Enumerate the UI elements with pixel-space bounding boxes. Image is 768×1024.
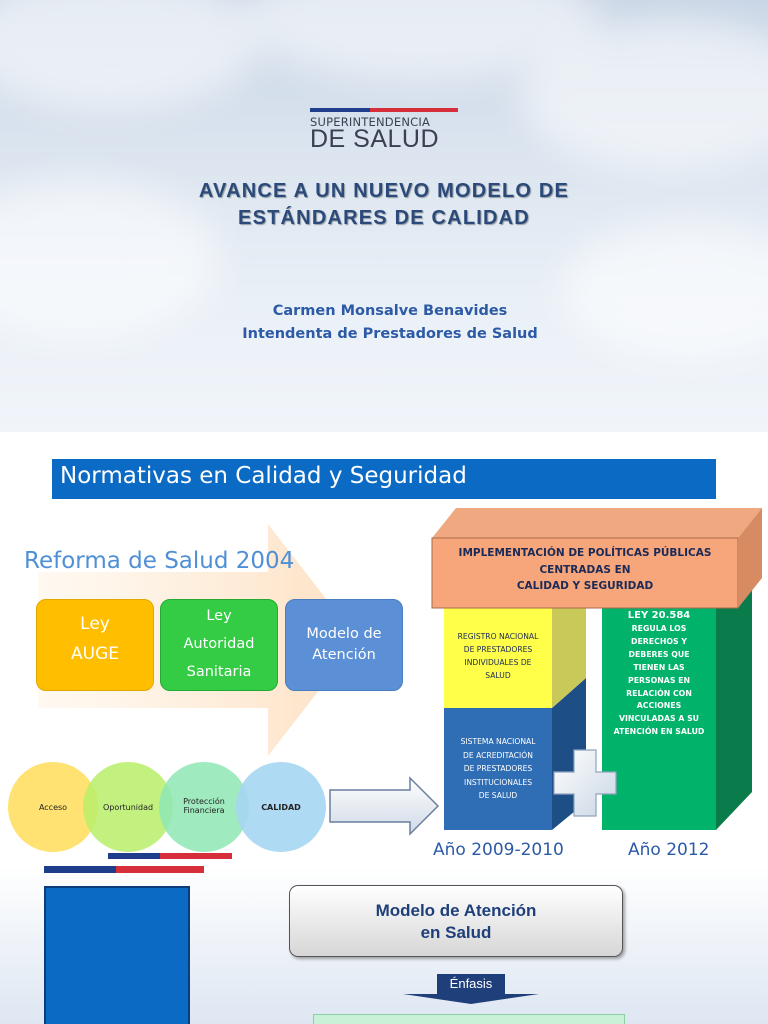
implementacion-line3: CALIDAD Y SEGURIDAD — [516, 580, 654, 592]
modelo-line1: Modelo de Atención — [375, 901, 537, 920]
author-role: Intendenta de Prestadores de Salud — [242, 326, 538, 342]
ley-line: ATENCIÓN EN SALUD — [613, 727, 705, 737]
cloud-decoration — [520, 20, 768, 170]
sistema-label: SISTEMA NACIONAL DE ACREDITACIÓN DE PRES… — [444, 735, 552, 803]
ley-20584-label: LEY 20.584 REGULA LOS DERECHOS Y DEBERES… — [602, 610, 716, 739]
green-content-box — [313, 1014, 625, 1024]
implementacion-label: IMPLEMENTACIÓN DE POLÍTICAS PÚBLICAS CEN… — [432, 545, 738, 595]
title-slide: SUPERINTENDENCIA DE SALUD AVANCE A UN NU… — [0, 0, 768, 432]
author-name: Carmen Monsalve Benavides — [272, 303, 508, 319]
registro-line4: SALUD — [485, 671, 511, 680]
registro-line2: DE PRESTADORES — [463, 645, 533, 654]
implementacion-line2: CENTRADAS EN — [539, 563, 631, 576]
circle-oportunidad — [83, 762, 173, 852]
sistema-line3: DE PRESTADORES — [463, 764, 533, 773]
modelo-line2: Atención — [312, 647, 376, 663]
sistema-line1: SISTEMA NACIONAL — [460, 737, 536, 746]
title-line1: AVANCE A UN NUEVO MODELO DE — [198, 180, 570, 202]
registro-label: REGISTRO NACIONAL DE PRESTADORES INDIVID… — [444, 630, 552, 682]
policy-structure-3d — [431, 508, 762, 830]
flag-bar-blue — [108, 853, 160, 859]
plus-icon — [553, 749, 617, 817]
circle-label-calidad: CALIDAD — [261, 803, 301, 812]
author-block: Carmen Monsalve Benavides Intendenta de … — [0, 300, 768, 346]
ley-line: ACCIONES — [636, 701, 682, 711]
enfasis-arrow — [403, 974, 539, 1004]
superintendencia-logo: SUPERINTENDENCIA DE SALUD — [310, 108, 460, 153]
registro-line3: INDIVIDUALES DE — [464, 658, 532, 667]
ley-line: PERSONAS EN — [627, 675, 691, 685]
modelo-atencion-box: Modelo de Atención — [285, 599, 403, 691]
ley-auge-line1: Ley — [80, 614, 110, 634]
circle-label-oportunidad: Oportunidad — [102, 803, 154, 812]
sistema-line5: DE SALUD — [478, 791, 518, 800]
ley-line: RELACIÓN CON — [626, 688, 692, 698]
sistema-line2: DE ACREDITACIÓN — [463, 750, 533, 760]
blue-side-panel — [44, 886, 190, 1024]
ley-autoridad-line3: Sanitaria — [186, 664, 252, 680]
modelo-slide: Modelo de Atención en Salud Énfasis — [0, 866, 768, 1024]
ley-autoridad-line1: Ley — [206, 608, 232, 624]
cloud-decoration — [0, 0, 260, 110]
ley-20584-title: LEY 20.584 — [627, 610, 691, 621]
cloud-decoration — [0, 180, 220, 340]
sistema-line4: INSTITUCIONALES — [463, 777, 533, 787]
modelo-atencion-box: Modelo de Atención en Salud — [289, 885, 623, 957]
ley-autoridad-line2: Autoridad — [183, 636, 255, 652]
ley-line: VINCULADAS A SU — [618, 714, 700, 724]
year-2012: Año 2012 — [628, 840, 710, 860]
ley-auge-box: Ley AUGE — [36, 599, 154, 691]
logo-bar-blue — [310, 108, 370, 112]
modelo-line2: en Salud — [420, 923, 492, 942]
ley-line: REGULA LOS — [631, 624, 687, 633]
ley-line: TIENEN LAS — [633, 662, 685, 672]
ley-autoridad-box: Ley Autoridad Sanitaria — [160, 599, 278, 691]
circle-label-proteccion: Protección Financiera — [159, 797, 249, 815]
slide-header: Normativas en Calidad y Seguridad — [52, 459, 716, 499]
flag-bar-red — [116, 866, 204, 873]
ley-20584-body: REGULA LOS DERECHOS Y DEBERES QUE TIENEN… — [602, 623, 716, 739]
ley-auge-line2: AUGE — [71, 644, 119, 664]
logo-line2: DE SALUD — [310, 125, 440, 153]
circle-calidad — [236, 762, 326, 852]
flag-bar-blue — [44, 866, 116, 873]
modelo-line1: Modelo de — [306, 626, 382, 642]
flow-arrow — [329, 776, 440, 836]
proteccion-line1: Protección — [183, 797, 225, 806]
circle-proteccion — [159, 762, 249, 852]
logo-bar-red — [370, 108, 458, 112]
cloud-decoration — [560, 220, 768, 360]
enfasis-label: Énfasis — [449, 976, 493, 991]
reforma-title: Reforma de Salud 2004 — [24, 548, 295, 574]
ley-line: DERECHOS Y — [631, 636, 687, 646]
presentation-title: AVANCE A UN NUEVO MODELO DE ESTÁNDARES D… — [0, 178, 768, 232]
ley-line: DEBERES QUE — [628, 649, 690, 659]
circle-label-acceso: Acceso — [38, 803, 68, 812]
normativas-slide: Normativas en Calidad y Seguridad Reform… — [0, 432, 768, 866]
logo-line1: SUPERINTENDENCIA — [310, 115, 431, 129]
implementacion-line1: IMPLEMENTACIÓN DE POLÍTICAS PÚBLICAS — [458, 547, 712, 559]
registro-line1: REGISTRO NACIONAL — [457, 632, 539, 641]
proteccion-line2: Financiera — [183, 806, 225, 815]
slide-header-text: Normativas en Calidad y Seguridad — [60, 463, 467, 489]
year-2009-2010: Año 2009-2010 — [433, 840, 564, 860]
title-line2: ESTÁNDARES DE CALIDAD — [238, 207, 530, 229]
flag-bar-red — [160, 853, 232, 859]
